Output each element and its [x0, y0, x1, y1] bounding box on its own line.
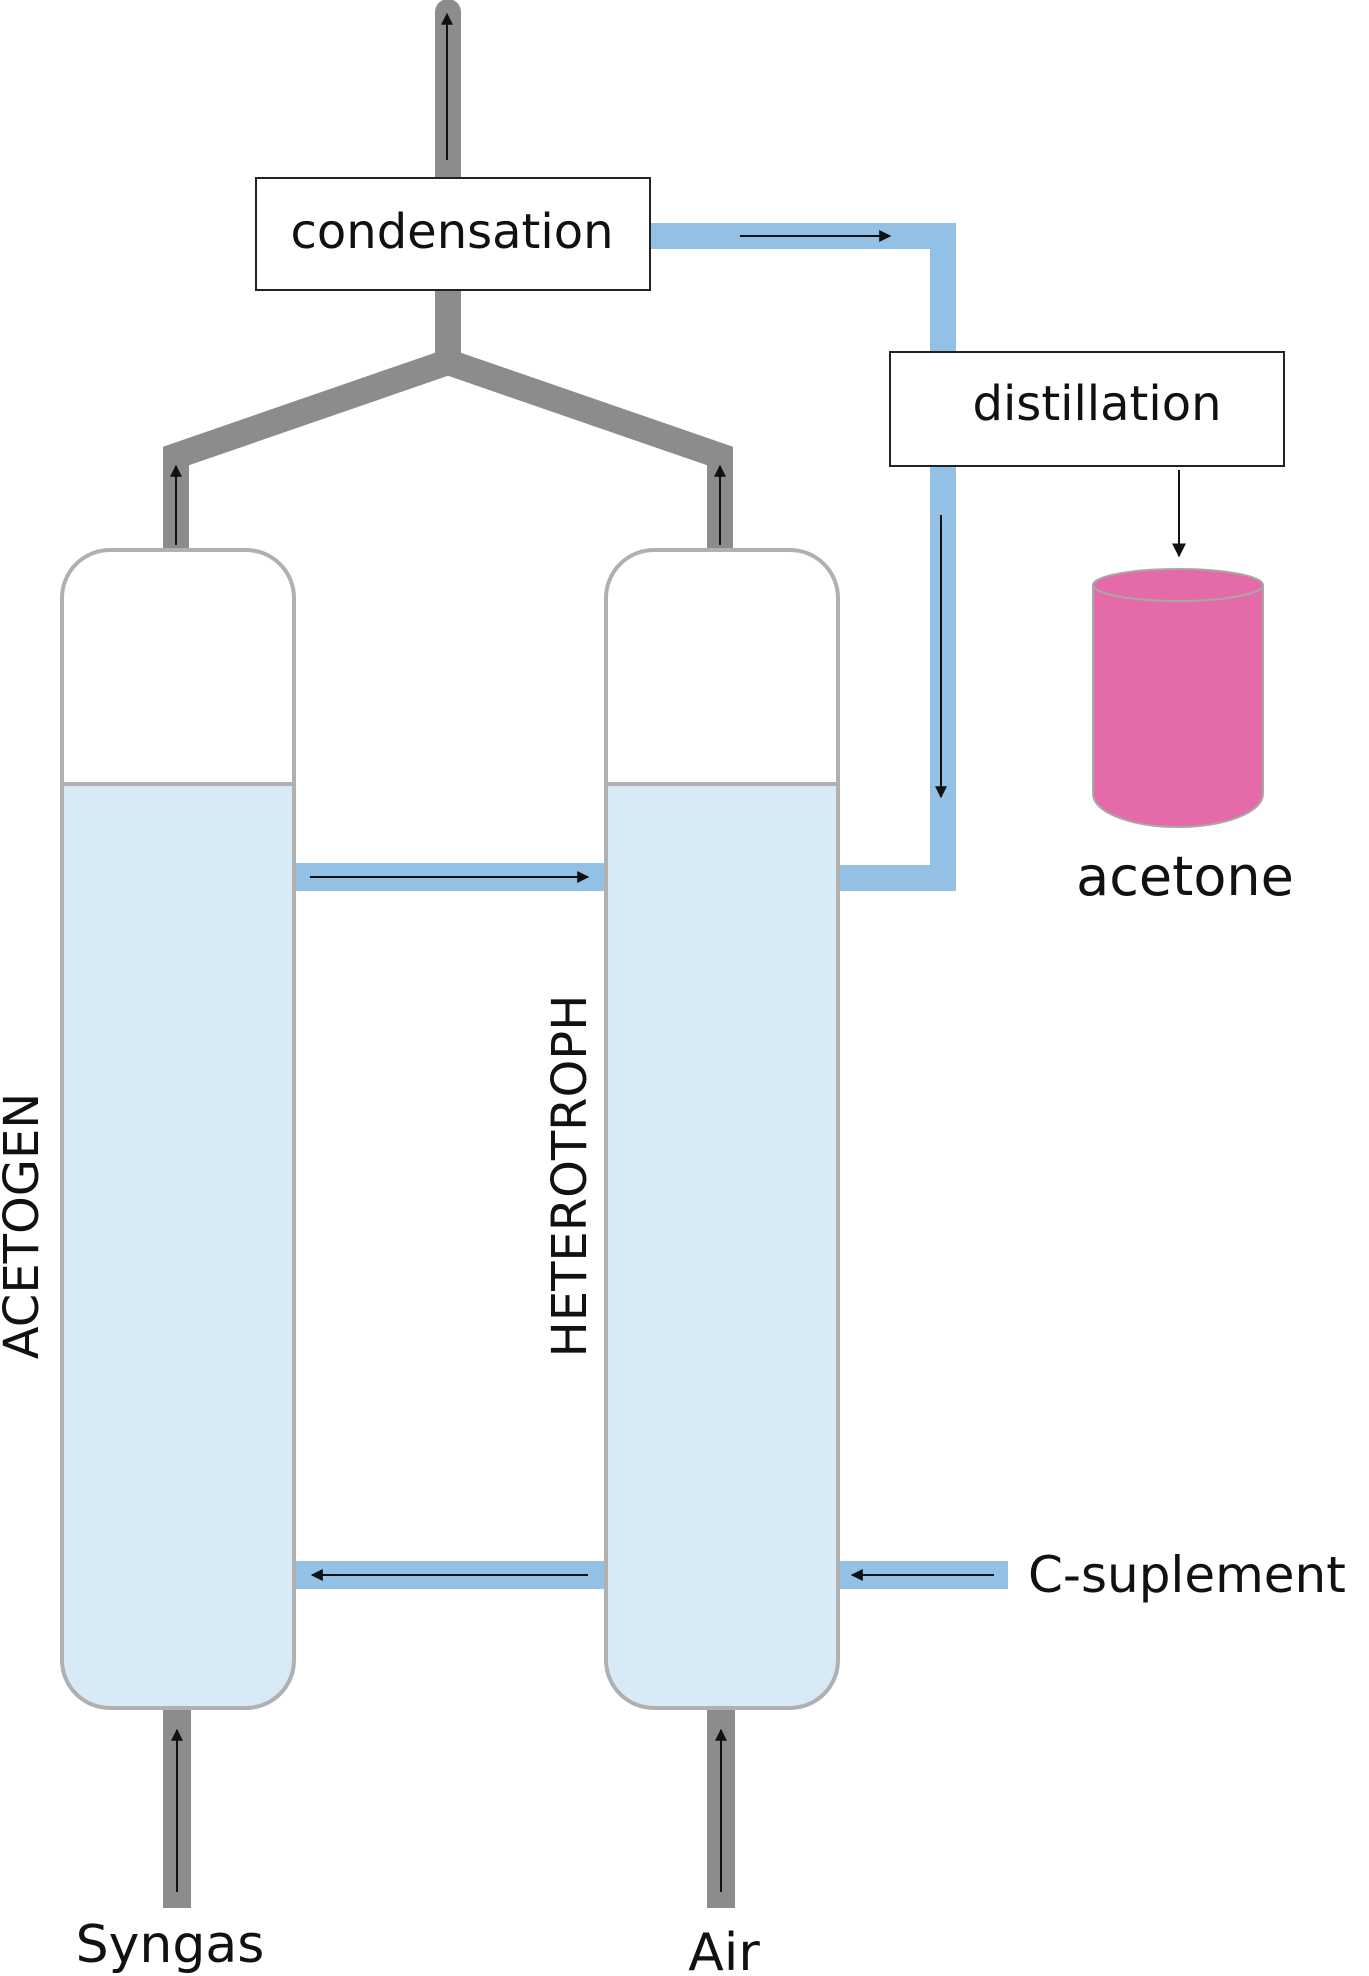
distillation-label: distillation	[973, 376, 1222, 432]
condensation-box	[255, 177, 651, 291]
heterotroph-reactor	[604, 548, 840, 1710]
distillation-unit: distillation	[889, 351, 1285, 467]
acetogen-liquid	[62, 784, 294, 1708]
heterotroph-vessel-outline	[604, 548, 840, 1710]
c-supplement-label: C-suplement	[1028, 1546, 1346, 1604]
acetogen-vessel-outline	[60, 548, 296, 1710]
acetone-label: acetone	[1076, 845, 1294, 908]
gas-inlet-pipes	[163, 1708, 735, 1908]
flow-arrows	[170, 12, 1186, 1892]
distillation-box	[889, 351, 1285, 467]
air-label: Air	[688, 1923, 760, 1976]
acetone-tank-top	[1092, 568, 1264, 602]
acetogen-offgas-pipe	[163, 349, 453, 552]
acetone-tank: acetone	[1076, 568, 1294, 908]
condensate-to-distillation-pipe	[650, 223, 956, 352]
heterotroph-label: HETEROTROPH	[542, 995, 598, 1358]
heterotroph-liquid	[606, 784, 838, 1708]
acetogen-label: ACETOGEN	[0, 1093, 50, 1359]
heterotroph-to-distillation-pipe	[838, 466, 956, 891]
condensation-unit: condensation	[255, 177, 651, 291]
condensation-label: condensation	[291, 204, 614, 260]
heterotroph-offgas-pipe	[443, 349, 733, 552]
acetone-tank-body	[1092, 584, 1264, 828]
acetogen-reactor	[60, 548, 296, 1710]
syngas-label: Syngas	[76, 1915, 265, 1975]
